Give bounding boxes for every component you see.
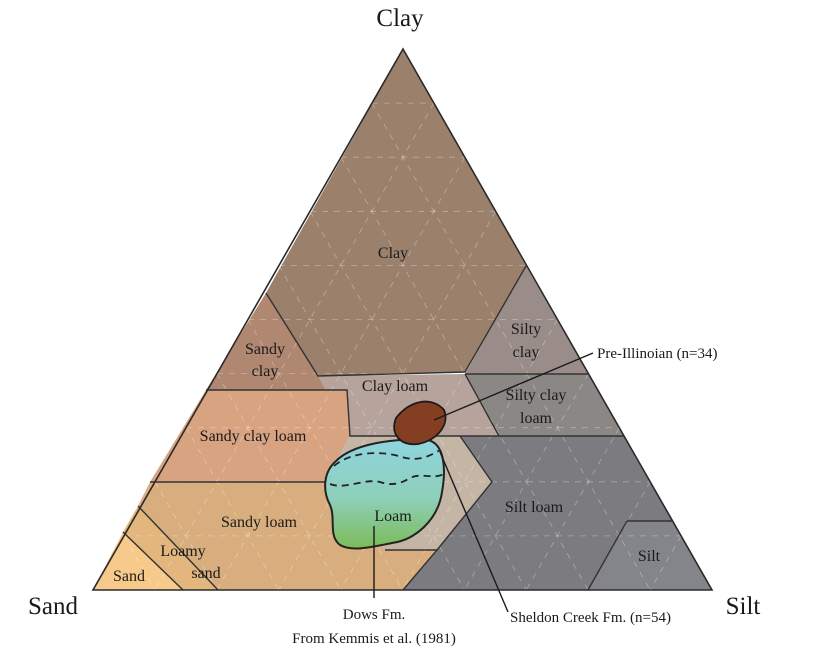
region-label-silty-clay: Silty bbox=[511, 321, 541, 338]
sandy-clay-loam-region bbox=[150, 390, 350, 482]
grid-line bbox=[154, 102, 435, 591]
clay-loam-region bbox=[318, 374, 499, 436]
region-label-loamy-sand-2: sand bbox=[191, 565, 220, 582]
sandy-clay-region bbox=[206, 293, 347, 390]
region-label-clay: Clay bbox=[378, 245, 408, 262]
region-label-loamy-sand: Loamy bbox=[160, 543, 205, 560]
region-label-clay-loam: Clay loam bbox=[362, 378, 429, 395]
region-label-sand: Sand bbox=[113, 568, 145, 585]
grid-line bbox=[247, 319, 403, 591]
dows-sheldon-boundary bbox=[329, 473, 445, 487]
loamy-sand-region bbox=[123, 506, 218, 590]
corner-label-clay: Clay bbox=[376, 5, 424, 32]
region-label-sandy-clay-loam: Sandy clay loam bbox=[200, 428, 307, 445]
class-boundaries bbox=[122, 265, 673, 591]
grid-line bbox=[464, 373, 589, 591]
grid-line bbox=[402, 319, 558, 591]
annotation-sheldon-creek: Sheldon Creek Fm. (n=54) bbox=[510, 610, 671, 626]
region-label-silty-clay-loam-2: loam bbox=[520, 410, 553, 427]
grid-line bbox=[278, 211, 497, 591]
region-label-sandy-clay: Sandy bbox=[245, 341, 285, 358]
region-label-silt-loam: Silt loam bbox=[505, 499, 564, 516]
clay-region bbox=[266, 49, 526, 376]
region-label-silty-clay-2: clay bbox=[513, 344, 540, 361]
grid-line bbox=[371, 102, 651, 591]
region-label-sandy-loam: Sandy loam bbox=[221, 514, 298, 531]
annotation-source: From Kemmis et al. (1981) bbox=[292, 631, 456, 647]
sheldon-creek-boundary bbox=[333, 449, 441, 467]
annotation-pre-illinoian: Pre-Illinoian (n=34) bbox=[597, 346, 718, 362]
sandy-loam-region bbox=[138, 482, 437, 590]
region-label-silt: Silt bbox=[638, 548, 661, 565]
leader-lines bbox=[373, 352, 594, 613]
grid-line bbox=[309, 211, 527, 591]
region-label-loam: Loam bbox=[374, 508, 412, 525]
region-label-sandy-clay-2: clay bbox=[252, 363, 279, 380]
grid-line bbox=[154, 481, 218, 591]
sand-region bbox=[93, 532, 183, 590]
silt-region bbox=[588, 521, 712, 590]
grid-line bbox=[649, 535, 682, 591]
silt-loam-region bbox=[403, 436, 673, 590]
corner-label-sand: Sand bbox=[28, 593, 79, 620]
grid-line bbox=[123, 535, 156, 591]
region-label-silty-clay-loam: Silty clay bbox=[506, 387, 567, 404]
triangle-outline bbox=[91, 47, 714, 591]
pre-illinoian-field bbox=[393, 400, 447, 446]
corner-label-silt: Silt bbox=[726, 593, 761, 620]
grid-line bbox=[278, 265, 465, 591]
annotation-dows: Dows Fm. bbox=[343, 607, 406, 623]
silty-clay-region bbox=[465, 266, 588, 374]
